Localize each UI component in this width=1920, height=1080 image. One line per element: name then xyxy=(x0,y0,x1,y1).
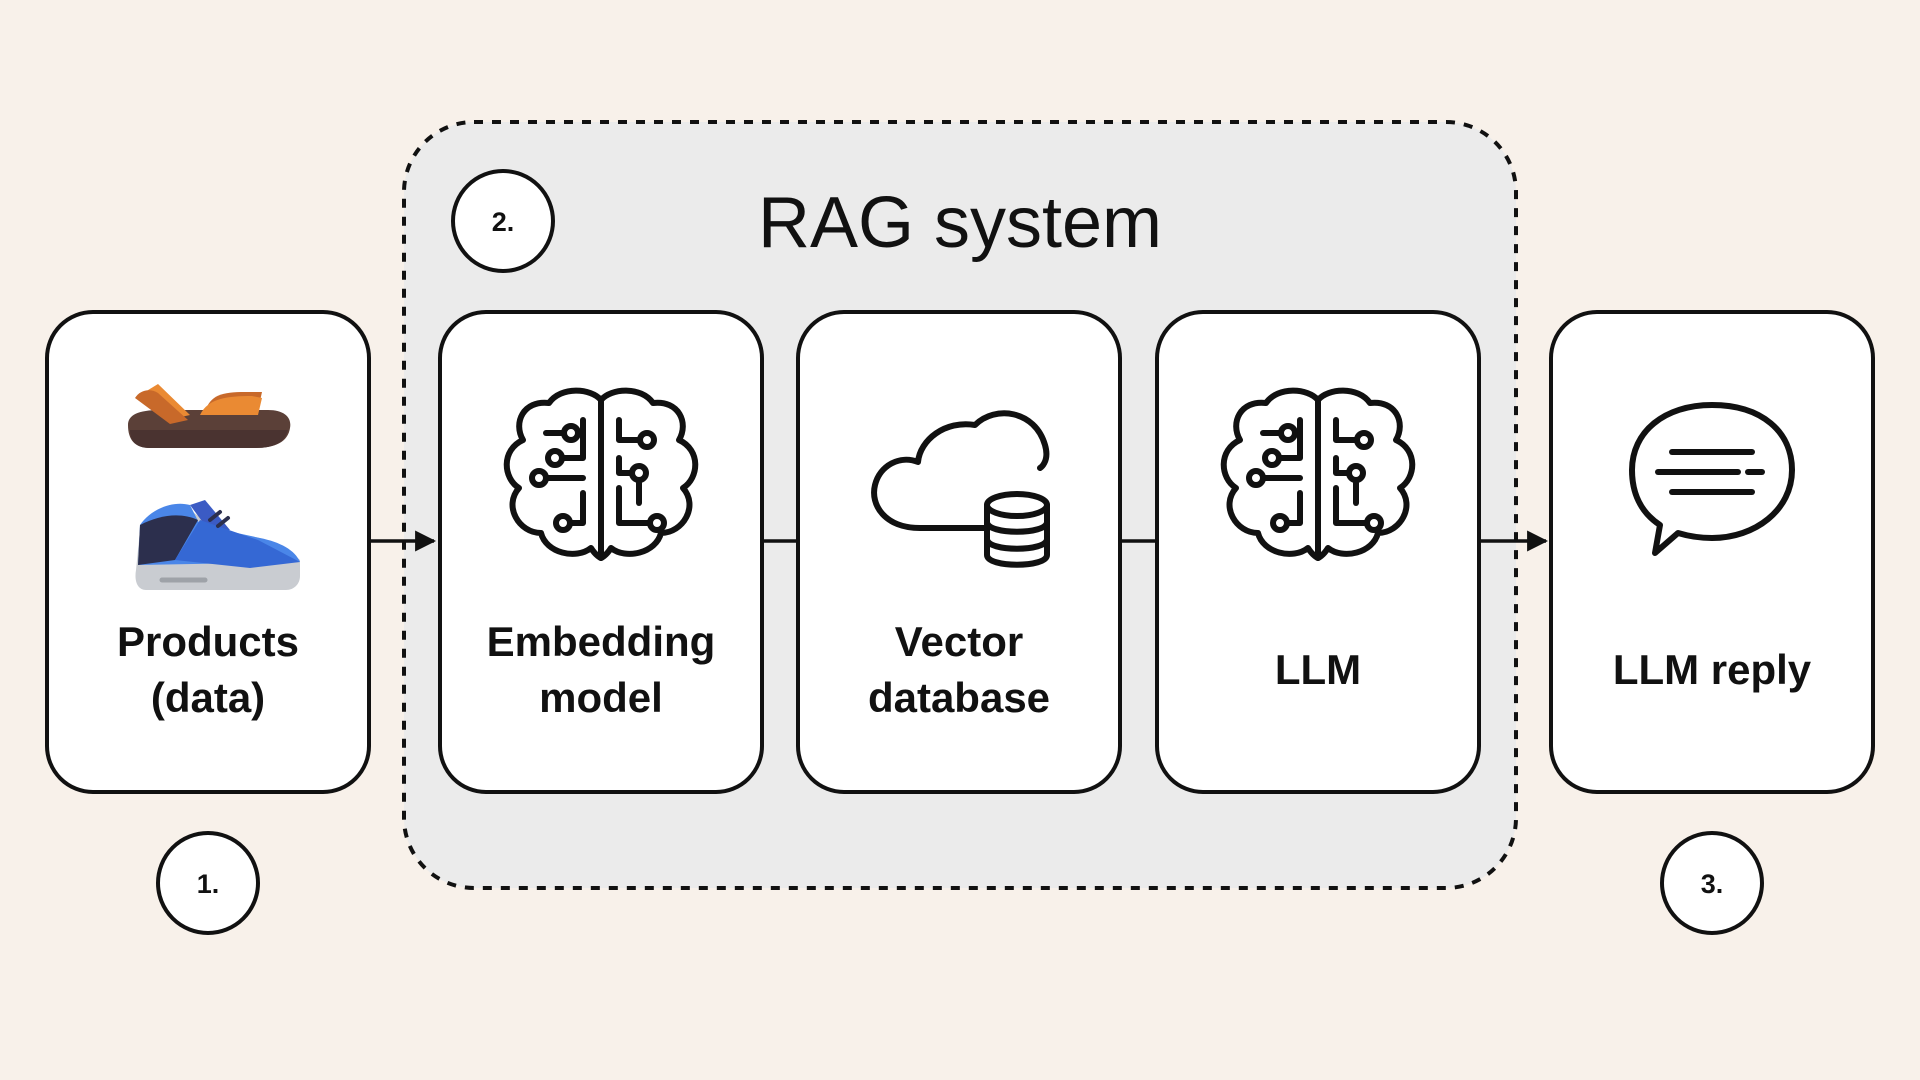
vector-label-line2: database xyxy=(868,674,1050,721)
products-node: Products (data) xyxy=(45,310,371,794)
products-label-line1: Products xyxy=(117,618,299,665)
products-label-line2: (data) xyxy=(151,674,265,721)
step-badge-2: 2. xyxy=(451,169,555,273)
embedding-model-node: Embedding model xyxy=(438,310,764,794)
llm-node: LLM xyxy=(1155,310,1481,794)
sandal-icon xyxy=(128,384,291,448)
step-badge-3: 3. xyxy=(1660,831,1764,935)
speech-bubble-icon xyxy=(1629,402,1795,556)
step-badge-1-label: 1. xyxy=(197,869,220,899)
rag-system-title: RAG system xyxy=(758,183,1162,263)
cloud-database-icon xyxy=(871,410,1050,568)
llm-label: LLM xyxy=(1275,646,1361,693)
llm-reply-node: LLM reply xyxy=(1549,310,1875,794)
vector-label-line1: Vector xyxy=(895,618,1023,665)
embedding-label-line1: Embedding xyxy=(487,618,716,665)
embedding-label-line2: model xyxy=(539,674,663,721)
step-badge-1: 1. xyxy=(156,831,260,935)
sneaker-icon xyxy=(135,500,300,590)
reply-label: LLM reply xyxy=(1613,646,1812,693)
step-badge-3-label: 3. xyxy=(1701,869,1724,899)
step-badge-2-label: 2. xyxy=(492,207,515,237)
vector-database-node: Vector database xyxy=(796,310,1122,794)
